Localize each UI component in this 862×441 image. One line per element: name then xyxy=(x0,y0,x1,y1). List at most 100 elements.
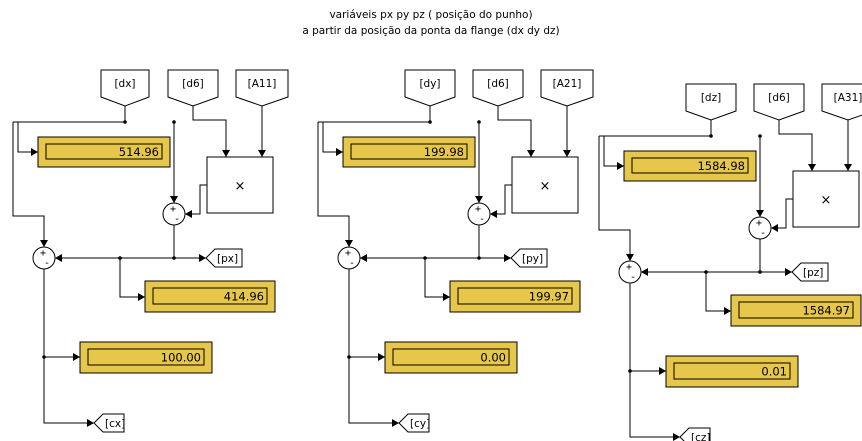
from-tag-a[interactable]: [A31] xyxy=(821,83,862,121)
arrow-head xyxy=(756,210,764,217)
sum-block-lower[interactable]: +- xyxy=(32,246,56,270)
display-middle[interactable]: 199.97 xyxy=(449,280,581,313)
arrow-head xyxy=(527,150,535,157)
subsystem-group-2: [dy][d6][A21]×+-199.98+-[py]199.97[cy]0.… xyxy=(317,69,594,433)
product-symbol: × xyxy=(235,179,246,194)
signal-line xyxy=(12,122,45,247)
sum-block-lower[interactable]: +- xyxy=(618,260,642,284)
signal-line xyxy=(603,136,624,167)
sum-block-upper[interactable]: +- xyxy=(467,202,491,226)
display-value: 0.01 xyxy=(761,365,787,379)
signal-line xyxy=(322,122,343,153)
display-top[interactable]: 1584.98 xyxy=(623,150,757,182)
arrow-head xyxy=(626,254,634,261)
goto-tag-shape xyxy=(205,248,243,268)
diagram-title-line-2: a partir da posição da ponta da flange (… xyxy=(302,25,560,37)
sum-minus-sign: - xyxy=(630,272,636,283)
sum-plus-sign: + xyxy=(40,248,46,259)
arrow-head xyxy=(345,240,353,247)
display-top[interactable]: 199.98 xyxy=(342,136,476,168)
product-block[interactable]: × xyxy=(792,170,860,228)
display-field xyxy=(392,348,510,366)
from-tag-shape xyxy=(685,83,737,121)
display-middle[interactable]: 1584.97 xyxy=(730,294,862,327)
display-value: 1584.98 xyxy=(697,159,745,173)
arrow-head xyxy=(785,268,792,276)
sum-minus-sign: - xyxy=(760,228,766,239)
goto-tag-label: [px] xyxy=(217,253,238,265)
sum-minus-sign: - xyxy=(349,258,355,269)
from-tag-shape xyxy=(753,83,805,121)
goto-tag-shape xyxy=(791,262,829,282)
arrow-head xyxy=(360,254,367,262)
signal-line xyxy=(497,106,532,157)
from-tag-a[interactable]: [A11] xyxy=(235,69,289,107)
from-tag-d6[interactable]: [d6] xyxy=(472,69,524,107)
branch-point xyxy=(172,120,176,124)
goto-tag-c[interactable]: [cz] xyxy=(679,427,711,441)
arrow-head xyxy=(490,210,497,218)
arrow-head xyxy=(808,164,816,171)
from-tag-input[interactable]: [dx] xyxy=(100,69,150,107)
display-field xyxy=(738,301,854,319)
product-body xyxy=(792,170,860,228)
from-tag-label: [dy] xyxy=(419,78,440,90)
display-value: 100.00 xyxy=(161,351,201,365)
sum-block-upper[interactable]: +- xyxy=(748,216,772,240)
arrow-head xyxy=(673,433,680,441)
arrow-head xyxy=(336,148,343,156)
from-tag-label: [d6] xyxy=(487,78,509,90)
goto-tag-p[interactable]: [pz] xyxy=(791,262,829,282)
sum-plus-sign: + xyxy=(475,204,481,215)
display-value: 199.98 xyxy=(424,145,464,159)
from-tag-a[interactable]: [A21] xyxy=(540,69,594,107)
goto-tag-c[interactable]: [cx] xyxy=(93,413,125,433)
signal-line xyxy=(598,136,631,261)
display-value: 1584.97 xyxy=(802,304,850,318)
sum-minus-sign: - xyxy=(174,214,180,225)
display-bottom[interactable]: 0.01 xyxy=(665,355,799,388)
display-top[interactable]: 514.96 xyxy=(37,136,171,168)
goto-tag-c[interactable]: [cy] xyxy=(398,413,430,433)
display-bottom[interactable]: 100.00 xyxy=(79,341,213,374)
sum-minus-sign: - xyxy=(44,258,50,269)
goto-tag-shape xyxy=(398,413,430,433)
from-tag-d6[interactable]: [d6] xyxy=(167,69,219,107)
display-field xyxy=(673,362,791,380)
sum-minus-sign: - xyxy=(479,214,485,225)
display-middle[interactable]: 414.96 xyxy=(144,280,276,313)
display-field xyxy=(457,287,573,305)
display-field xyxy=(152,287,268,305)
arrow-head xyxy=(55,254,62,262)
arrow-head xyxy=(724,307,731,315)
from-tag-shape xyxy=(404,69,456,107)
goto-tag-shape xyxy=(679,427,711,441)
sum-plus-sign: + xyxy=(756,218,762,229)
from-tag-input[interactable]: [dz] xyxy=(685,83,737,121)
goto-tag-p[interactable]: [py] xyxy=(510,248,548,268)
product-symbol: × xyxy=(540,179,551,194)
signal-line xyxy=(192,106,227,157)
signal-line xyxy=(424,258,450,298)
arrow-head xyxy=(170,196,178,203)
branch-point xyxy=(758,134,762,138)
product-block[interactable]: × xyxy=(511,156,579,214)
sum-block-upper[interactable]: +- xyxy=(162,202,186,226)
arrow-head xyxy=(185,210,192,218)
display-field xyxy=(87,348,205,366)
sum-plus-sign: + xyxy=(626,262,632,273)
arrow-head xyxy=(563,150,571,157)
product-block[interactable]: × xyxy=(206,156,274,214)
arrow-head xyxy=(771,224,778,232)
from-tag-shape xyxy=(100,69,150,107)
goto-tag-label: [cz] xyxy=(691,432,710,441)
goto-tag-shape xyxy=(93,413,125,433)
arrow-head xyxy=(392,419,399,427)
from-tag-d6[interactable]: [d6] xyxy=(753,83,805,121)
display-bottom[interactable]: 0.00 xyxy=(384,341,518,374)
goto-tag-p[interactable]: [px] xyxy=(205,248,243,268)
signal-line xyxy=(599,120,712,137)
from-tag-label: [dx] xyxy=(114,78,135,90)
sum-block-lower[interactable]: +- xyxy=(337,246,361,270)
from-tag-input[interactable]: [dy] xyxy=(404,69,456,107)
